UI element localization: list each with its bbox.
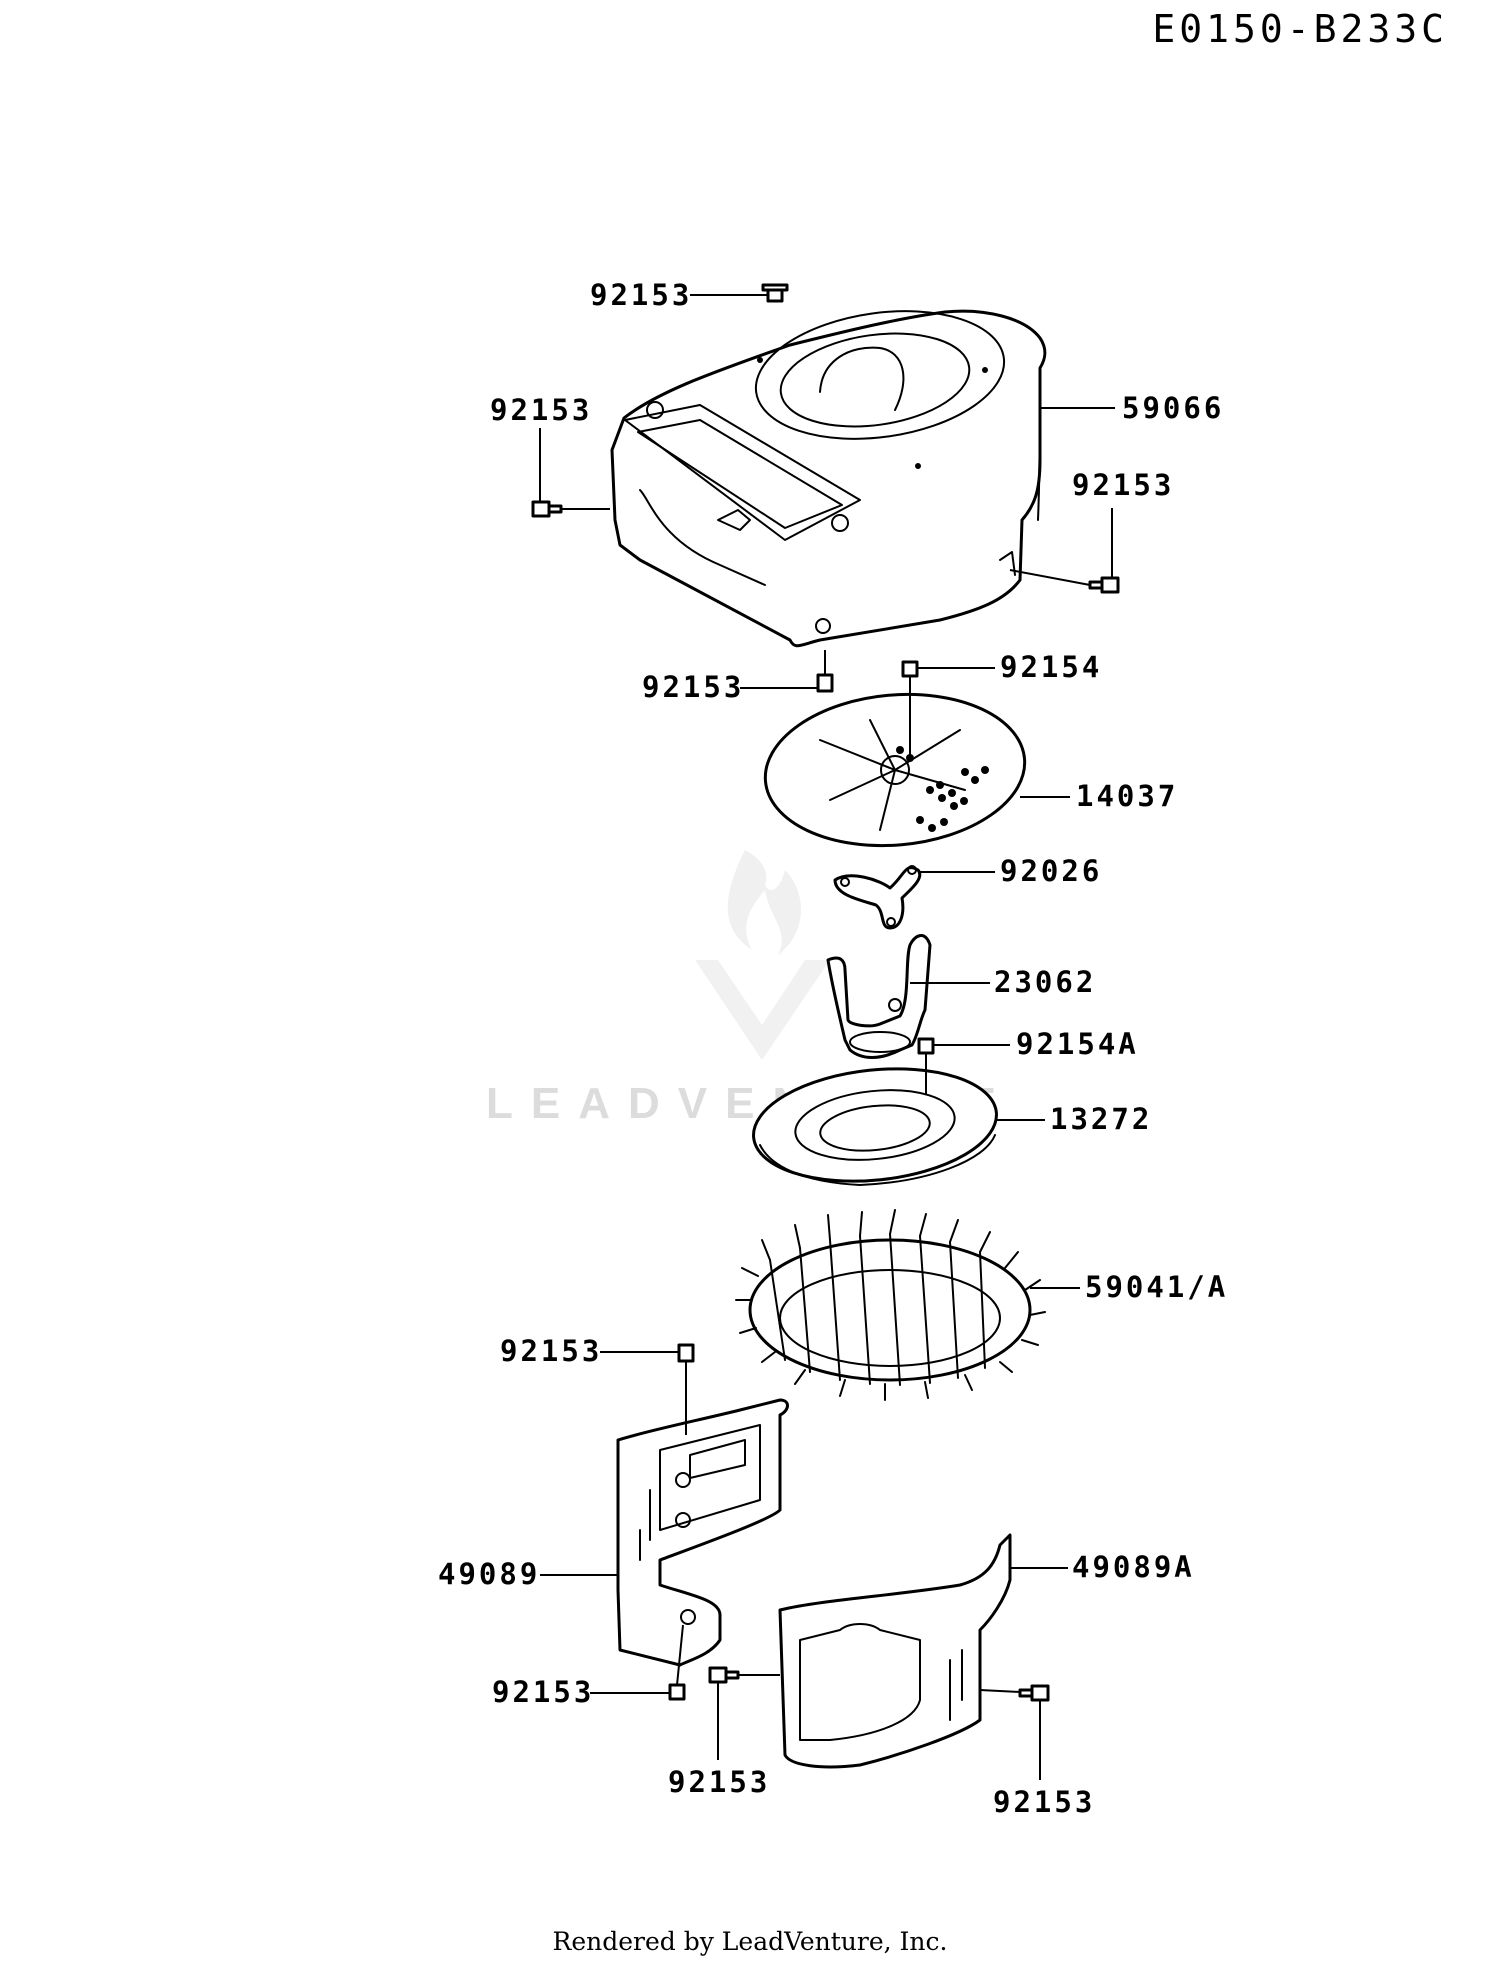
leadventure-watermark-logo <box>695 850 830 1060</box>
diagram-code: E0150-B233C <box>1152 7 1448 51</box>
callout-92153: 92153 <box>993 1785 1095 1819</box>
callout-92153: 92153 <box>642 670 744 704</box>
callout-92154: 92154 <box>1000 650 1102 684</box>
callout-14037: 14037 <box>1076 779 1178 813</box>
callout-92153: 92153 <box>668 1765 770 1799</box>
callout-92153: 92153 <box>490 393 592 427</box>
callout-49089a: 49089A <box>1072 1550 1195 1584</box>
leader-lines <box>539 294 1115 1780</box>
callout-92026: 92026 <box>1000 854 1102 888</box>
bolt-icon <box>668 1683 686 1701</box>
bolt-icon <box>1018 1684 1050 1702</box>
cover-49089 <box>616 1398 789 1667</box>
fan-59041 <box>735 1209 1046 1401</box>
bolt-icon <box>531 500 563 518</box>
cover-49089a <box>778 1533 1012 1769</box>
callout-92153: 92153 <box>500 1334 602 1368</box>
plate-92026 <box>833 865 922 930</box>
bolt-icon <box>816 673 834 693</box>
bolt-icon <box>708 1666 740 1684</box>
blower-housing-59066 <box>610 309 1047 648</box>
callout-92154a: 92154A <box>1016 1027 1139 1061</box>
bolt-icon <box>917 1037 935 1055</box>
bolt-icon <box>761 283 789 303</box>
callout-49089: 49089 <box>438 1557 540 1591</box>
plate-13272 <box>752 1067 998 1186</box>
callout-59066: 59066 <box>1122 391 1224 425</box>
screen-14037 <box>763 692 1027 848</box>
bolt-icon <box>677 1343 695 1363</box>
callout-23062: 23062 <box>994 965 1096 999</box>
callout-92153: 92153 <box>1072 468 1174 502</box>
callout-13272: 13272 <box>1050 1102 1152 1136</box>
callout-92153: 92153 <box>492 1675 594 1709</box>
callout-92153: 92153 <box>590 278 692 312</box>
footer-credit: Rendered by LeadVenture, Inc. <box>553 1927 948 1956</box>
callout-59041a: 59041/A <box>1085 1270 1228 1304</box>
bolt-icon <box>901 660 919 678</box>
holder-23062 <box>826 934 932 1059</box>
bolt-icon <box>1088 576 1120 594</box>
